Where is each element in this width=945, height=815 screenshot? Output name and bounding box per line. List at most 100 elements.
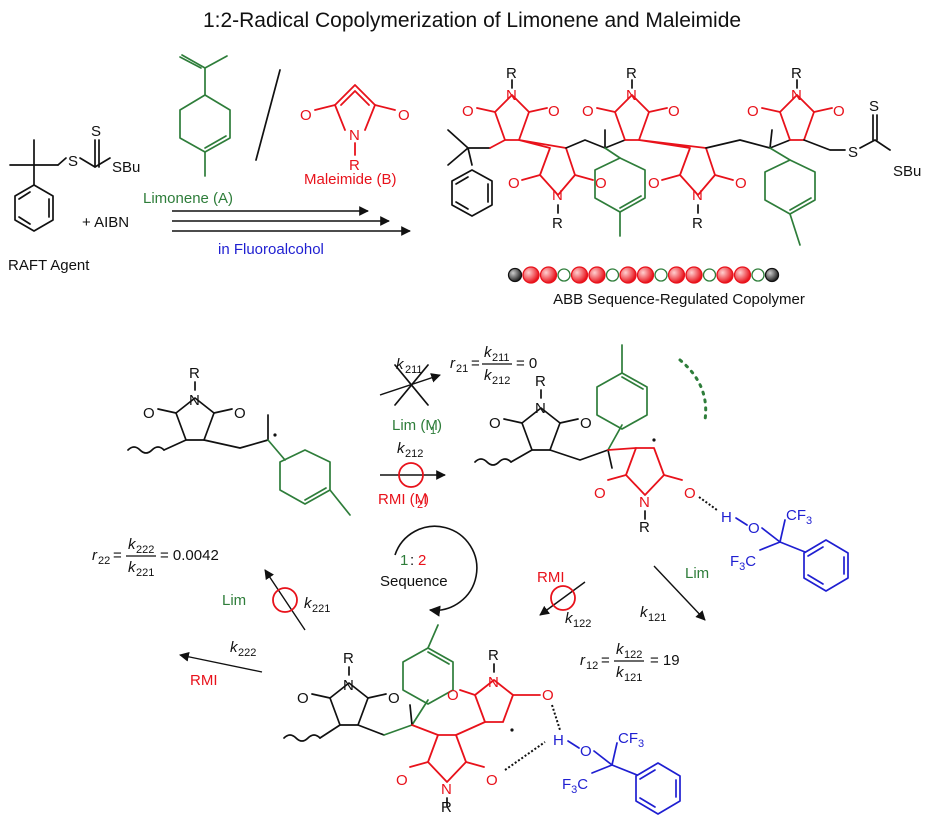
lim-label: Lim	[222, 592, 246, 609]
r12-den-sub: 121	[624, 672, 642, 684]
atom-O: O	[594, 485, 606, 502]
atom-N: N	[441, 781, 452, 798]
atom-O: O	[508, 175, 520, 192]
r12-r: r	[580, 652, 586, 669]
k211-sub: 211	[405, 364, 423, 376]
atom-O: O	[396, 772, 408, 789]
r21-num-sub: 211	[492, 352, 510, 364]
k121-k: k	[640, 604, 649, 621]
atom-O: O	[462, 103, 474, 120]
atom-O: O	[234, 405, 246, 422]
aibn-label: + AIBN	[82, 214, 129, 231]
sequence-bead-chain	[507, 266, 780, 284]
lim-m1-label: Lim (M	[392, 417, 438, 434]
atom-N: N	[791, 87, 802, 104]
maleimide-bead	[685, 266, 703, 284]
k222-sub: 222	[238, 647, 256, 659]
maleimide-bead	[636, 266, 655, 284]
end-group-bead	[507, 267, 523, 283]
r12-num-k: k	[616, 641, 625, 658]
k222-k: k	[230, 639, 239, 656]
end-group-bead	[764, 267, 780, 283]
r22-eq: =	[113, 547, 122, 564]
r21-den-sub: 212	[492, 375, 510, 387]
r22-den-k: k	[128, 559, 137, 576]
maleimide-bead	[619, 266, 637, 284]
f3c: F3C	[562, 776, 588, 796]
atom-O: O	[143, 405, 155, 422]
rmi-m2-label: RMI (M	[378, 491, 427, 508]
copolymer-structure: O O N R O O N R O O N R O O N R	[447, 65, 921, 246]
arrow-k121	[653, 565, 706, 621]
hydrogen-bond	[551, 704, 561, 731]
copolymer-label: ABB Sequence-Regulated Copolymer	[553, 291, 805, 308]
page-title: 1:2-Radical Copolymerization of Limonene…	[203, 9, 741, 32]
atom-O: O	[747, 103, 759, 120]
favored-circle	[398, 462, 424, 488]
fluoroalcohol-structure: H O CF3 F3C	[553, 730, 681, 815]
r21-eq: =	[471, 355, 480, 372]
atom-R: R	[791, 65, 802, 82]
raft-agent-structure: S S SBu	[9, 123, 140, 232]
atom-O: O	[582, 103, 594, 120]
limonene-bead	[605, 268, 620, 282]
atom-N: N	[626, 87, 637, 104]
maleimide-label: Maleimide (B)	[304, 171, 397, 188]
atom-S: S	[91, 123, 101, 140]
atom-S: S	[848, 144, 858, 161]
disfavored-circle	[272, 587, 298, 613]
f3c: F3C	[730, 553, 756, 573]
bottom-radical-structure: O O N R O O N R O O N R	[283, 624, 561, 815]
rmi-label: RMI	[537, 569, 565, 586]
r12-den-k: k	[616, 664, 625, 681]
rmi-m2-sub: 2	[417, 499, 423, 511]
seq-ratio-one: 1	[400, 552, 408, 569]
r22-sub: 22	[98, 555, 110, 567]
atom-O: O	[486, 772, 498, 789]
atom-N: N	[343, 677, 354, 694]
atom-N: N	[189, 392, 200, 409]
k211-k: k	[396, 356, 405, 373]
hydrogen-bond	[698, 496, 718, 511]
atom-R: R	[639, 519, 650, 536]
atom-O: O	[648, 175, 660, 192]
atom-O: O	[580, 415, 592, 432]
blocked-arrow-k211	[379, 373, 441, 396]
k122-k: k	[565, 610, 574, 627]
atom-O: O	[595, 175, 607, 192]
k212-sub: 212	[405, 448, 423, 460]
atom-R: R	[506, 65, 517, 82]
arrow-k122	[539, 581, 586, 616]
r21-sub: 21	[456, 363, 468, 375]
atom-O: O	[580, 743, 592, 760]
atom-H: H	[721, 509, 732, 526]
maleimide-structure: O O N R	[300, 84, 410, 174]
r21-value: = 0	[516, 355, 537, 372]
raft-agent-label: RAFT Agent	[8, 257, 90, 274]
atom-O: O	[300, 107, 312, 124]
atom-O: O	[548, 103, 560, 120]
atom-O: O	[398, 107, 410, 124]
atom-O: O	[668, 103, 680, 120]
atom-R: R	[343, 650, 354, 667]
atom-N: N	[639, 494, 650, 511]
r21-den-k: k	[484, 367, 493, 384]
atom-SBu: SBu	[112, 159, 140, 176]
atom-R: R	[189, 365, 200, 382]
r12-num-sub: 122	[624, 649, 642, 661]
atom-N: N	[506, 87, 517, 104]
rmi-m2-close: )	[424, 491, 429, 508]
separator-slash	[255, 69, 281, 161]
atom-O: O	[489, 415, 501, 432]
favored-circle	[550, 585, 576, 611]
arrow-k221	[264, 569, 306, 631]
atom-O: O	[542, 687, 554, 704]
seq-ratio-two: 2	[418, 552, 426, 569]
solvent-label: in Fluoroalcohol	[218, 241, 324, 258]
rmi-label: RMI	[190, 672, 218, 689]
atom-O: O	[735, 175, 747, 192]
atom-R: R	[692, 215, 703, 232]
maleimide-bead	[716, 266, 734, 284]
blocked-cross	[394, 364, 429, 406]
